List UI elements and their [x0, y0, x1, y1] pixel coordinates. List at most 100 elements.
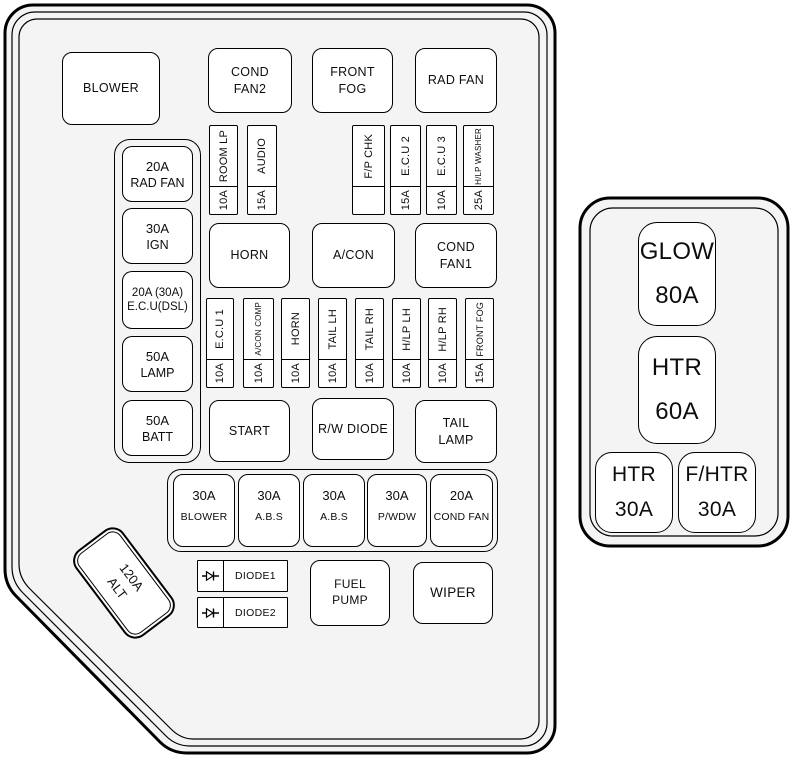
fuse-ecu-dsl: 20A (30A) E.C.U(DSL) — [122, 271, 193, 329]
fuse-room-lp: ROOM LP 10A — [209, 125, 238, 215]
relay-cond-fan2: COND FAN2 — [208, 48, 292, 113]
fuse-amp: 30A — [145, 220, 170, 236]
diode2-box: DIODE2 — [197, 597, 288, 628]
fuse-horn: HORN 10A — [281, 298, 310, 388]
relay-rw-diode: R/W DIODE — [312, 398, 394, 460]
fuse-50a-lamp: 50A LAMP — [122, 336, 193, 392]
relay-fuel-pump: FUEL PUMP — [310, 560, 390, 626]
relay-front-fog: FRONT FOG — [312, 48, 393, 113]
relay-label: R/W DIODE — [317, 421, 389, 436]
fuse-label: BLOWER — [180, 511, 228, 523]
fuse-htr-30a: HTR 30A — [595, 452, 673, 533]
fuse-20a-rad-fan: 20A RAD FAN — [122, 146, 193, 202]
fuse-label: H/LP WASHER — [474, 127, 483, 185]
fuse-amp: 30A — [322, 488, 346, 503]
relay-label: COND FAN2 — [230, 65, 269, 96]
relay-wiper: WIPER — [413, 562, 493, 624]
fuse-label: RAD FAN — [130, 175, 185, 190]
relay-blower: BLOWER — [62, 52, 160, 125]
fuse-tail-lh: TAIL LH 10A — [318, 298, 347, 388]
fuse-amp: 20A (30A) — [131, 287, 184, 299]
fuse-label: TAIL RH — [363, 307, 376, 351]
fuse-amp: 80A — [655, 281, 699, 309]
fuse-30a-ign: 30A IGN — [122, 208, 193, 264]
fuse-amp: 10A — [252, 363, 265, 384]
fuse-hlp-washer: H/LP WASHER 25A — [463, 125, 494, 215]
relay-label: WIPER — [430, 585, 476, 601]
fuse-label: E.C.U 2 — [399, 136, 412, 176]
diode-icon — [201, 570, 219, 582]
fuse-amp: 10A — [400, 363, 413, 384]
fuse-label: E.C.U(DSL) — [127, 301, 188, 313]
fuse-label: E.C.U 3 — [435, 136, 448, 176]
fuse-label: P/WDW — [377, 511, 417, 523]
fuse-30a-abs-1: 30A A.B.S — [238, 474, 300, 547]
fuse-label: ROOM LP — [217, 129, 230, 183]
diode-icon — [201, 607, 219, 618]
fuse-amp: 10A — [214, 363, 226, 384]
fuse-label: HORN — [289, 312, 302, 346]
fuse-label: H/LP RH — [436, 306, 449, 352]
fuse-label: LAMP — [140, 365, 175, 380]
fuse-amp: 20A — [145, 158, 170, 174]
fuse-amp: 25A — [472, 190, 485, 211]
diode-label: DIODE1 — [235, 570, 276, 582]
diode-label: DIODE2 — [235, 606, 276, 619]
fuse-fp-chk: F/P CHK — [352, 125, 385, 215]
relay-label: START — [228, 423, 271, 438]
relay-label: HORN — [230, 248, 269, 263]
fuse-amp: 10A — [436, 363, 449, 384]
relay-label: BLOWER — [83, 81, 139, 96]
fuse-amp: 30A — [192, 488, 216, 503]
fuse-50a-batt: 50A BATT — [122, 400, 193, 456]
fuse-audio: AUDIO 15A — [247, 125, 277, 215]
fuse-30a-blower: 30A BLOWER — [173, 474, 235, 547]
fuse-label: GLOW — [639, 238, 715, 266]
fuse-amp: 15A — [399, 190, 412, 211]
fuse-amp: 50A — [145, 348, 170, 364]
fuse-ecu2: E.C.U 2 15A — [390, 125, 421, 215]
fuse-amp: 30A — [697, 497, 737, 521]
fuse-amp: 15A — [256, 190, 268, 211]
fuse-label: A/CON COMP — [254, 302, 263, 356]
fuse-label: A.B.S — [255, 511, 283, 523]
fuse-amp: 10A — [326, 363, 339, 384]
fuse-label: H/LP LH — [400, 307, 413, 351]
fuse-label: E.C.U 1 — [214, 309, 226, 349]
fuse-label: BATT — [141, 429, 174, 444]
fuse-acon-comp: A/CON COMP 10A — [243, 298, 274, 388]
fuse-amp: 30A — [385, 488, 409, 503]
fuse-htr-60a: HTR 60A — [638, 336, 716, 444]
fuse-30a-pwdw: 30A P/WDW — [367, 474, 427, 547]
relay-tail-lamp: TAIL LAMP — [415, 400, 497, 463]
fuse-label: F/P CHK — [362, 133, 375, 179]
relay-rad-fan: RAD FAN — [415, 48, 497, 113]
fuse-ecu3: E.C.U 3 10A — [426, 125, 457, 215]
fuse-amp: 50A — [145, 412, 170, 428]
fuse-label: AUDIO — [256, 138, 268, 174]
fuse-fhtr-30a: F/HTR 30A — [678, 452, 756, 533]
relay-acon: A/CON — [312, 223, 395, 288]
fuse-20a-cond-fan: 20A COND FAN — [430, 474, 493, 547]
fuse-glow-80a: GLOW 80A — [638, 222, 716, 326]
relay-horn: HORN — [209, 223, 290, 288]
relay-label: FRONT FOG — [330, 65, 375, 96]
fuse-label: FRONT FOG — [474, 301, 485, 357]
fuse-amp: 30A — [614, 497, 654, 521]
fuse-label: TAIL LH — [326, 308, 339, 350]
fuse-ecu1: E.C.U 1 10A — [206, 298, 234, 388]
diode1-box: DIODE1 — [197, 560, 288, 592]
fuse-label: F/HTR — [685, 463, 749, 487]
fuse-tail-rh: TAIL RH 10A — [355, 298, 384, 388]
fuse-label: A.B.S — [320, 511, 348, 523]
relay-label: COND FAN1 — [436, 240, 475, 271]
fuse-30a-abs-2: 30A A.B.S — [303, 474, 365, 547]
fuse-amp: 60A — [655, 398, 699, 426]
relay-label: RAD FAN — [427, 73, 485, 88]
relay-cond-fan1: COND FAN1 — [415, 223, 497, 288]
left-fuse-column — [114, 139, 201, 463]
fuse-amp: 15A — [473, 363, 486, 384]
relay-label: FUEL PUMP — [332, 577, 368, 607]
fuse-amp: 30A — [257, 488, 281, 503]
